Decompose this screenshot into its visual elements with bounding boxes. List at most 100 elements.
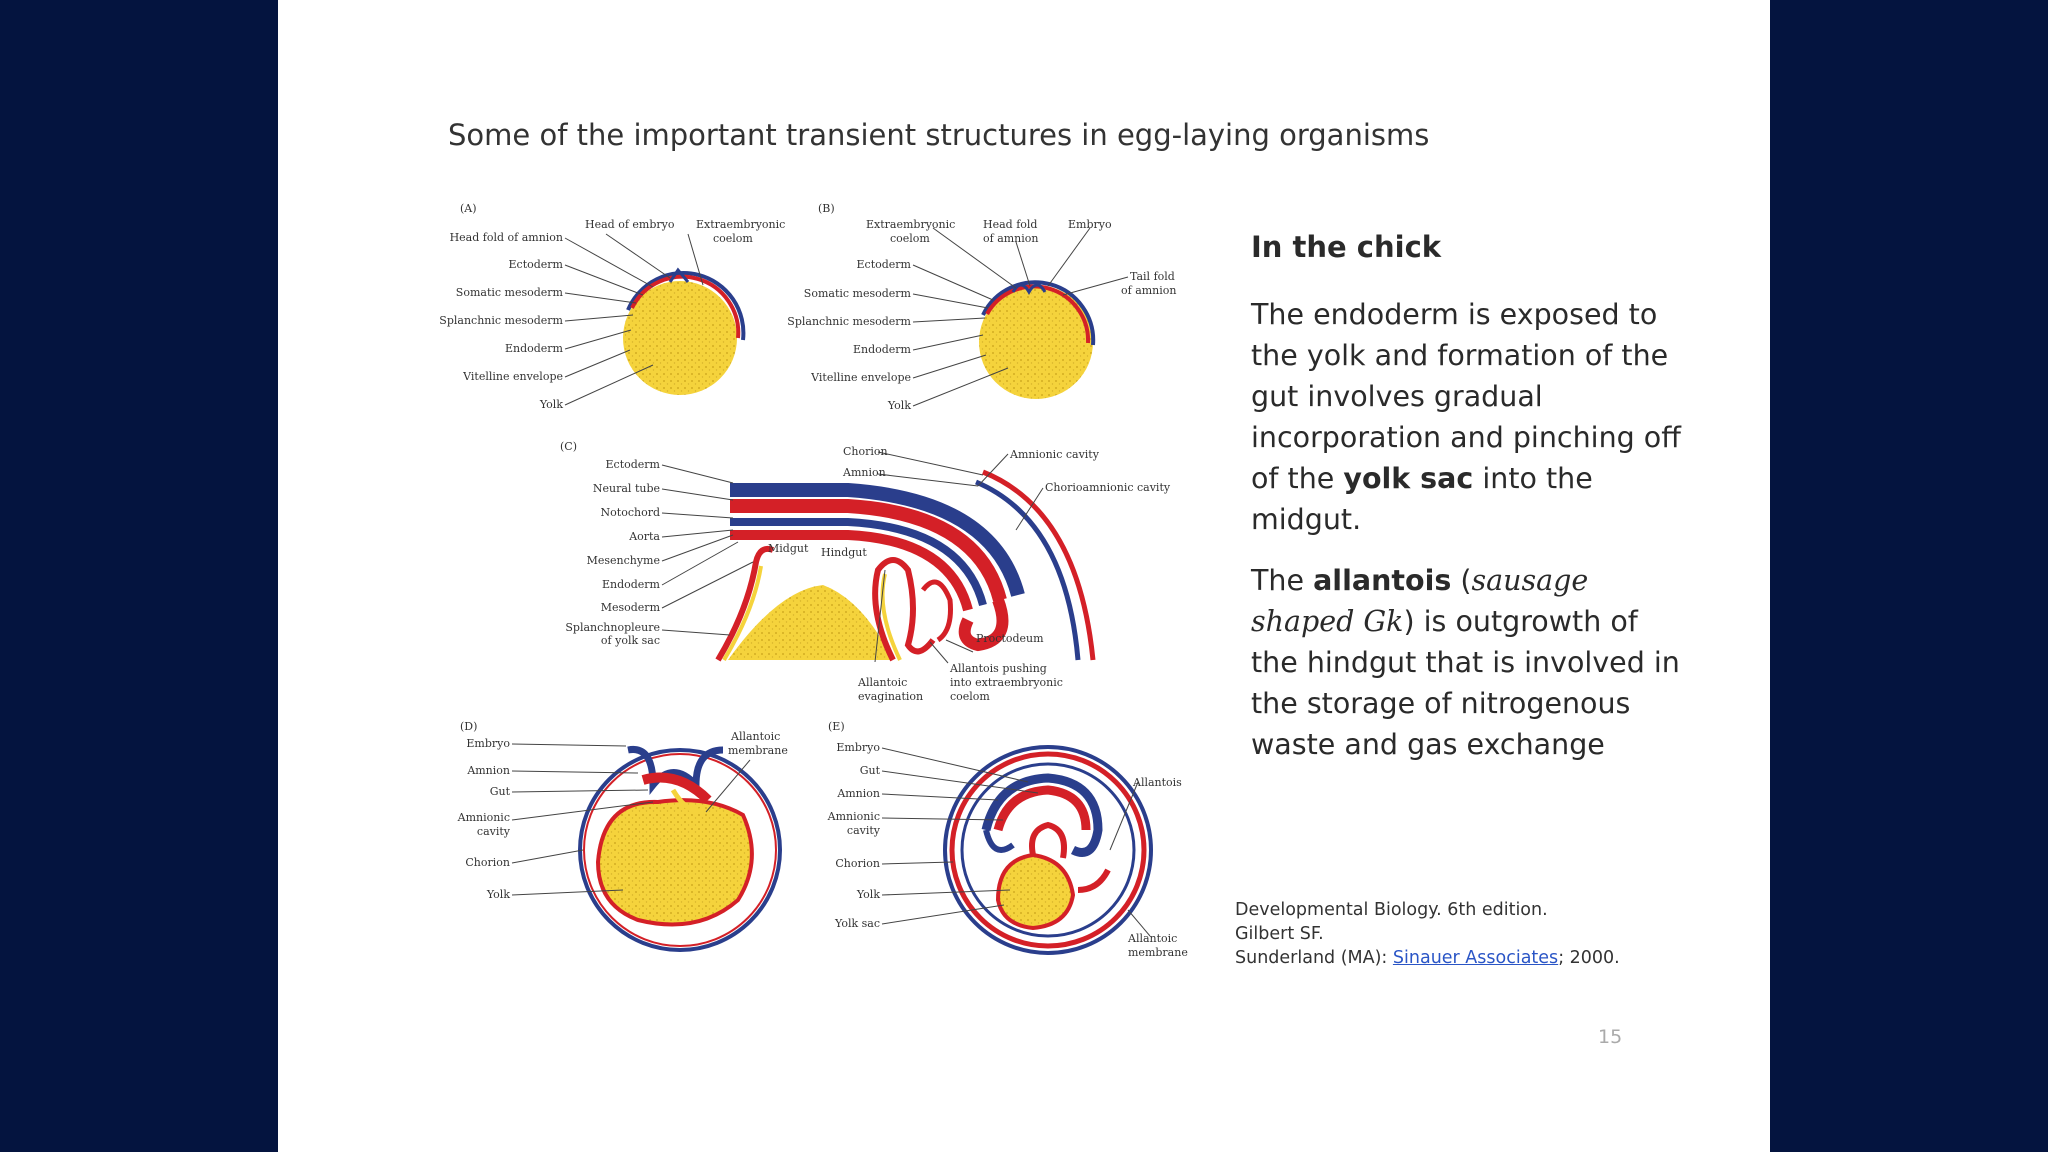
panel-a-tag: (A) bbox=[460, 202, 477, 215]
panel-c-chorion: Chorion bbox=[843, 445, 888, 458]
yolk-sac-term: yolk sac bbox=[1343, 462, 1474, 495]
panel-e-yolk-sac: Yolk sac bbox=[834, 917, 880, 930]
panel-e-chorion: Chorion bbox=[835, 857, 880, 870]
panel-d-amnionic-a: Amnionic bbox=[457, 811, 510, 824]
panel-d-amnion: Amnion bbox=[466, 764, 510, 777]
panel-c-label-5: Endoderm bbox=[602, 578, 661, 591]
panel-e-allantois: Allantois bbox=[1132, 776, 1182, 789]
panel-b-label-5: Yolk bbox=[887, 399, 911, 412]
panel-c-label-1: Neural tube bbox=[593, 482, 660, 495]
embryo-diagram: (A) Head fold of amnion Ectoderm Somatic… bbox=[439, 202, 1188, 959]
citation-line-3: Sunderland (MA): Sinauer Associates; 200… bbox=[1235, 946, 1620, 970]
panel-a: (A) Head fold of amnion Ectoderm Somatic… bbox=[439, 202, 785, 411]
panel-d-yolk bbox=[595, 798, 754, 927]
panel-b-yolk bbox=[979, 285, 1093, 399]
panel-d-chorion: Chorion bbox=[465, 856, 510, 869]
panel-c-amnion: Amnion bbox=[842, 466, 886, 479]
panel-a-label-4: Endoderm bbox=[505, 342, 564, 355]
panel-a-red-layer bbox=[630, 274, 741, 339]
etymology: sausage shaped Gk bbox=[1251, 564, 1589, 638]
panel-e-amnionic-b: cavity bbox=[847, 824, 881, 837]
panel-d-tag: (D) bbox=[460, 720, 477, 733]
panel-e-allantoic-a: Allantoic bbox=[1127, 932, 1177, 945]
para1-end: into the midgut. bbox=[1251, 462, 1593, 536]
citation-year: ; 2000. bbox=[1558, 948, 1620, 968]
panel-c-label-3: Aorta bbox=[628, 530, 660, 543]
citation-line-2: Gilbert SF. bbox=[1235, 924, 1324, 944]
panel-a-label-6: Yolk bbox=[539, 398, 563, 411]
panel-c-allantois-push-b: into extraembryonic bbox=[950, 676, 1063, 689]
citation: Developmental Biology. 6th edition. Gilb… bbox=[1235, 898, 1620, 970]
panel-c-splanch-a: Splanchnopleure bbox=[565, 621, 660, 634]
panel-e-allantoic-b: membrane bbox=[1128, 946, 1188, 959]
para1-text: The endoderm is exposed to the yolk and … bbox=[1251, 298, 1681, 495]
panel-b-tail-fold: Tail fold bbox=[1130, 270, 1175, 283]
panel-e-amnionic-a: Amnionic bbox=[827, 810, 880, 823]
panel-e-yolk bbox=[995, 852, 1076, 931]
panel-c-midgut: Midgut bbox=[768, 542, 809, 555]
section-heading: In the chick bbox=[1251, 230, 1442, 264]
publisher-link[interactable]: Sinauer Associates bbox=[1392, 948, 1559, 968]
slide: Some of the important transient structur… bbox=[278, 0, 1770, 1152]
panel-b-embryo: Embryo bbox=[1068, 218, 1112, 231]
panel-c-allantoic-evag-b: evagination bbox=[858, 690, 923, 703]
slide-title: Some of the important transient structur… bbox=[448, 118, 1430, 152]
panel-a-label-0: Head fold of amnion bbox=[450, 231, 563, 244]
allantois-term: allantois bbox=[1313, 564, 1452, 597]
panel-d-amnionic-b: cavity bbox=[477, 825, 511, 838]
panel-b-label-2: Splanchnic mesoderm bbox=[787, 315, 911, 328]
paragraph-allantois: The allantois (sausage shaped Gk) is out… bbox=[1251, 560, 1681, 765]
panel-b-label-1: Somatic mesoderm bbox=[804, 287, 912, 300]
panel-c-chorioamnionic-cavity: Chorioamnionic cavity bbox=[1045, 481, 1171, 494]
panel-c-label-4: Mesenchyme bbox=[587, 554, 660, 567]
panel-e-yolk: Yolk bbox=[856, 888, 880, 901]
panel-b-tag: (B) bbox=[818, 202, 835, 215]
panel-b-of-amnion: of amnion bbox=[983, 232, 1039, 245]
panel-c-yolk bbox=[728, 585, 893, 660]
panel-d-embryo: Embryo bbox=[466, 737, 510, 750]
panel-a-yolk bbox=[623, 281, 737, 395]
panel-c-tag: (C) bbox=[560, 440, 577, 453]
panel-c-amnionic-cavity: Amnionic cavity bbox=[1009, 448, 1100, 461]
panel-e: (E) Embryo Gut Amnion Amnionic cavity Ch… bbox=[827, 720, 1188, 959]
panel-c-label-0: Ectoderm bbox=[606, 458, 661, 471]
panel-a-coelom: coelom bbox=[713, 232, 753, 245]
panel-c: (C) Ectoderm Neural tube Notochord Aorta bbox=[560, 440, 1171, 703]
panel-a-label-1: Ectoderm bbox=[509, 258, 564, 271]
panel-a-blue-layer bbox=[626, 271, 746, 341]
panel-e-amnion: Amnion bbox=[836, 787, 880, 800]
para2-paren: ( bbox=[1451, 564, 1472, 597]
panel-a-extraembryonic: Extraembryonic bbox=[696, 218, 785, 231]
panel-c-proctodeum: Proctodeum bbox=[976, 632, 1044, 645]
panel-c-hindgut: Hindgut bbox=[821, 546, 867, 559]
citation-line-1: Developmental Biology. 6th edition. bbox=[1235, 900, 1548, 920]
panel-d-gut: Gut bbox=[490, 785, 511, 798]
panel-b-label-0: Ectoderm bbox=[857, 258, 912, 271]
panel-e-embryo: Embryo bbox=[836, 741, 880, 754]
panel-d: (D) Embryo Amnion Gut Amnionic cavity Ch… bbox=[457, 720, 788, 952]
panel-b-label-4: Vitelline envelope bbox=[810, 371, 911, 384]
panel-b-label-3: Endoderm bbox=[853, 343, 912, 356]
panel-b-extraembryonic: Extraembryonic bbox=[866, 218, 955, 231]
panel-d-allantoic-b: membrane bbox=[728, 744, 788, 757]
panel-a-head-of-embryo: Head of embryo bbox=[585, 218, 675, 231]
text-box: In the chick The endoderm is exposed to … bbox=[1251, 230, 1681, 785]
panel-b-head-fold: Head fold bbox=[983, 218, 1037, 231]
panel-c-label-6: Mesoderm bbox=[601, 601, 661, 614]
para2-end: ) is outgrowth of the hindgut that is in… bbox=[1251, 605, 1680, 761]
panel-c-splanch-b: of yolk sac bbox=[601, 634, 660, 647]
panel-d-allantoic-a: Allantoic bbox=[730, 730, 780, 743]
panel-c-allantoic-evag-a: Allantoic bbox=[857, 676, 907, 689]
panel-b-tail-fold-amnion: of amnion bbox=[1121, 284, 1177, 297]
para2-text: The bbox=[1251, 564, 1314, 597]
paragraph-yolk-sac: The endoderm is exposed to the yolk and … bbox=[1251, 294, 1681, 540]
panel-e-gut: Gut bbox=[860, 764, 881, 777]
panel-c-label-2: Notochord bbox=[601, 506, 660, 519]
panel-b-coelom: coelom bbox=[890, 232, 930, 245]
panel-a-label-3: Splanchnic mesoderm bbox=[439, 314, 563, 327]
panel-d-yolk: Yolk bbox=[486, 888, 510, 901]
citation-publisher-prefix: Sunderland (MA): bbox=[1235, 948, 1393, 968]
panel-a-label-5: Vitelline envelope bbox=[462, 370, 563, 383]
panel-a-label-2: Somatic mesoderm bbox=[456, 286, 564, 299]
panel-c-allantois-push-c: coelom bbox=[950, 690, 990, 703]
